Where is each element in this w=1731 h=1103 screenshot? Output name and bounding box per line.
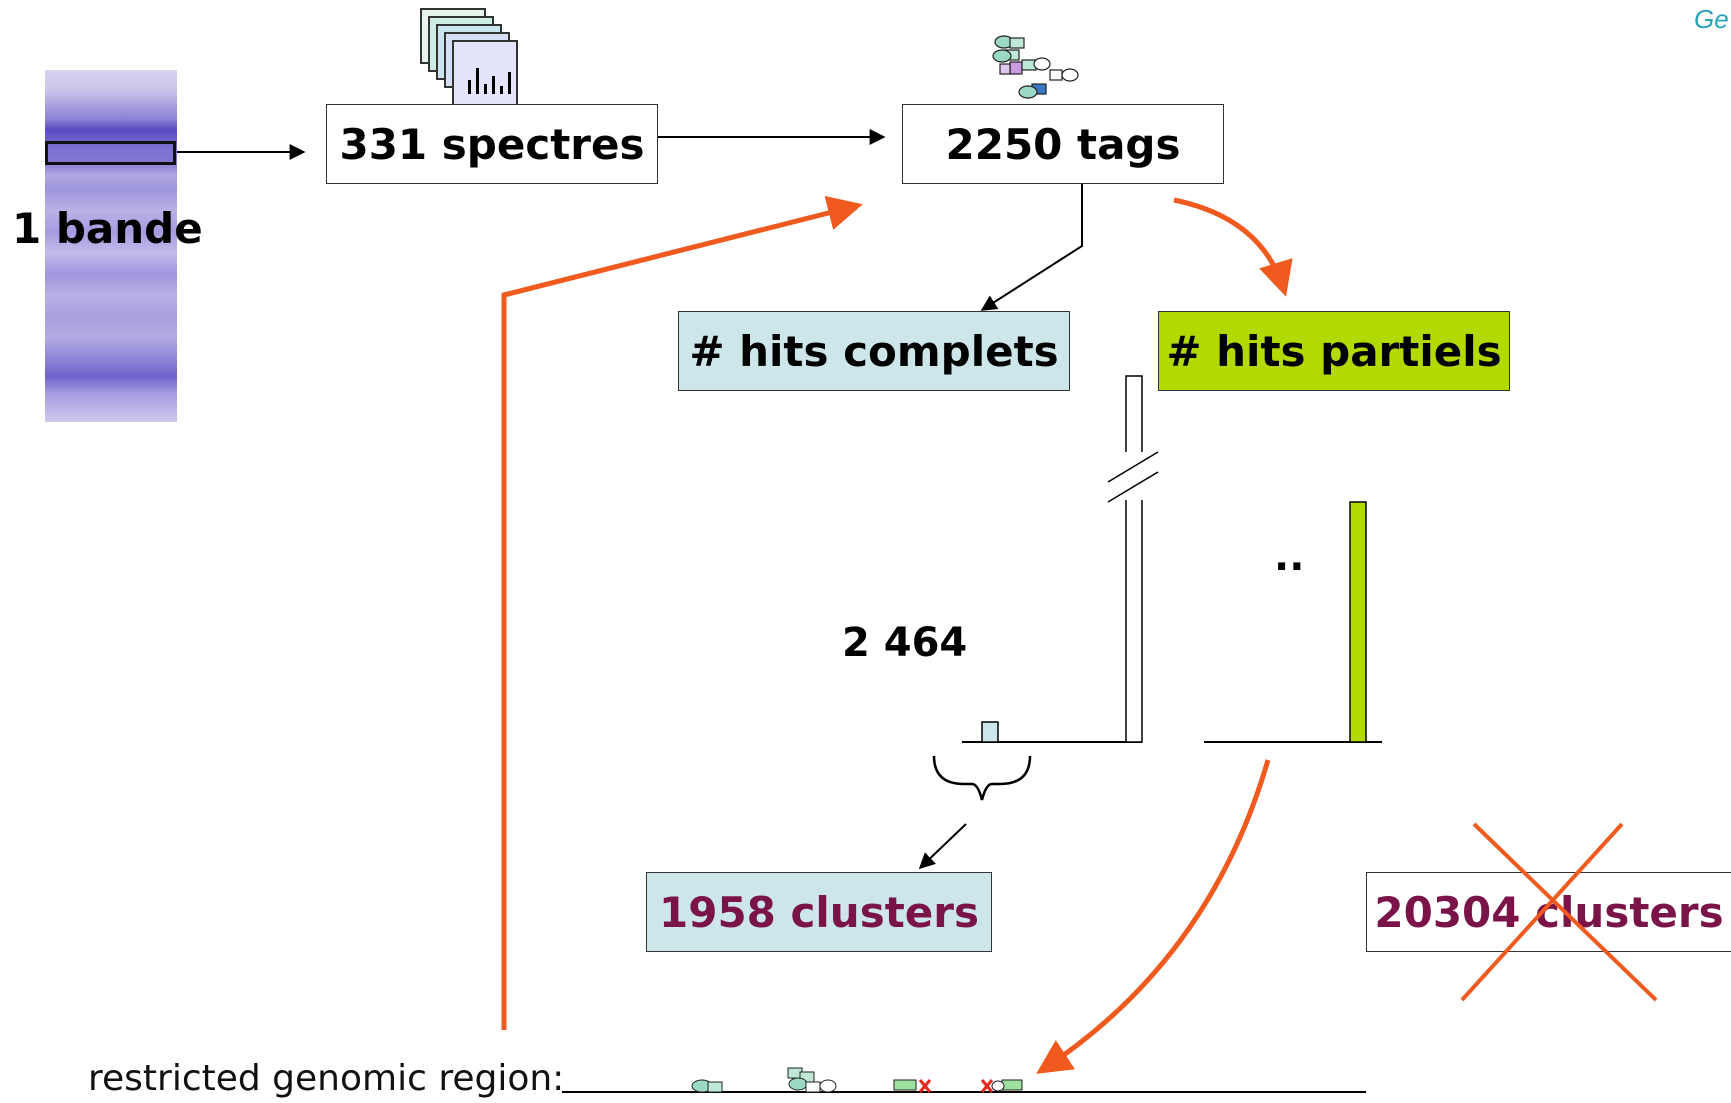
gel-label: 1 bande	[12, 204, 203, 253]
dots-label: ..	[1274, 534, 1305, 580]
spectra-peaks-icon	[464, 64, 516, 94]
spectra-stack-icon	[420, 8, 520, 106]
bar-partial-hits	[1349, 501, 1367, 743]
spectra-box: 331 spectres	[326, 104, 658, 184]
clusters-right-box: 20304 clusters	[1366, 872, 1731, 952]
partial-hits-box: # hits partiels	[1158, 311, 1510, 391]
cross-line-2	[1460, 822, 1624, 1002]
curly-brace	[932, 755, 1032, 801]
axis-break-bottom	[1107, 471, 1159, 503]
genomic-region-label: restricted genomic region:	[88, 1058, 565, 1099]
complete-hits-box: # hits complets	[678, 311, 1070, 391]
orange-arrow-partial-to-genome	[1036, 759, 1271, 1074]
bar-value-label: 2 464	[842, 620, 968, 666]
clusters-left-box: 1958 clusters	[646, 872, 992, 952]
bar-complete-hits	[1125, 375, 1143, 743]
corner-label: Ge	[1694, 4, 1729, 34]
orange-feedback-arrow	[501, 195, 863, 1030]
genome-gene-icons	[691, 1067, 1023, 1093]
genome-mutation-marks	[918, 1079, 994, 1093]
tags-box: 2250 tags	[902, 104, 1224, 184]
cross-line-1	[1472, 822, 1658, 1002]
axis-break-top	[1107, 451, 1159, 483]
orange-arrow-tags-to-partial	[1173, 197, 1293, 297]
gel-image	[45, 70, 177, 422]
arrow-bracket-to-clusters	[918, 823, 967, 870]
bar-small-blue	[981, 721, 999, 743]
arrow-tags-to-complete	[980, 184, 1083, 311]
gel-band-highlight	[45, 141, 176, 165]
